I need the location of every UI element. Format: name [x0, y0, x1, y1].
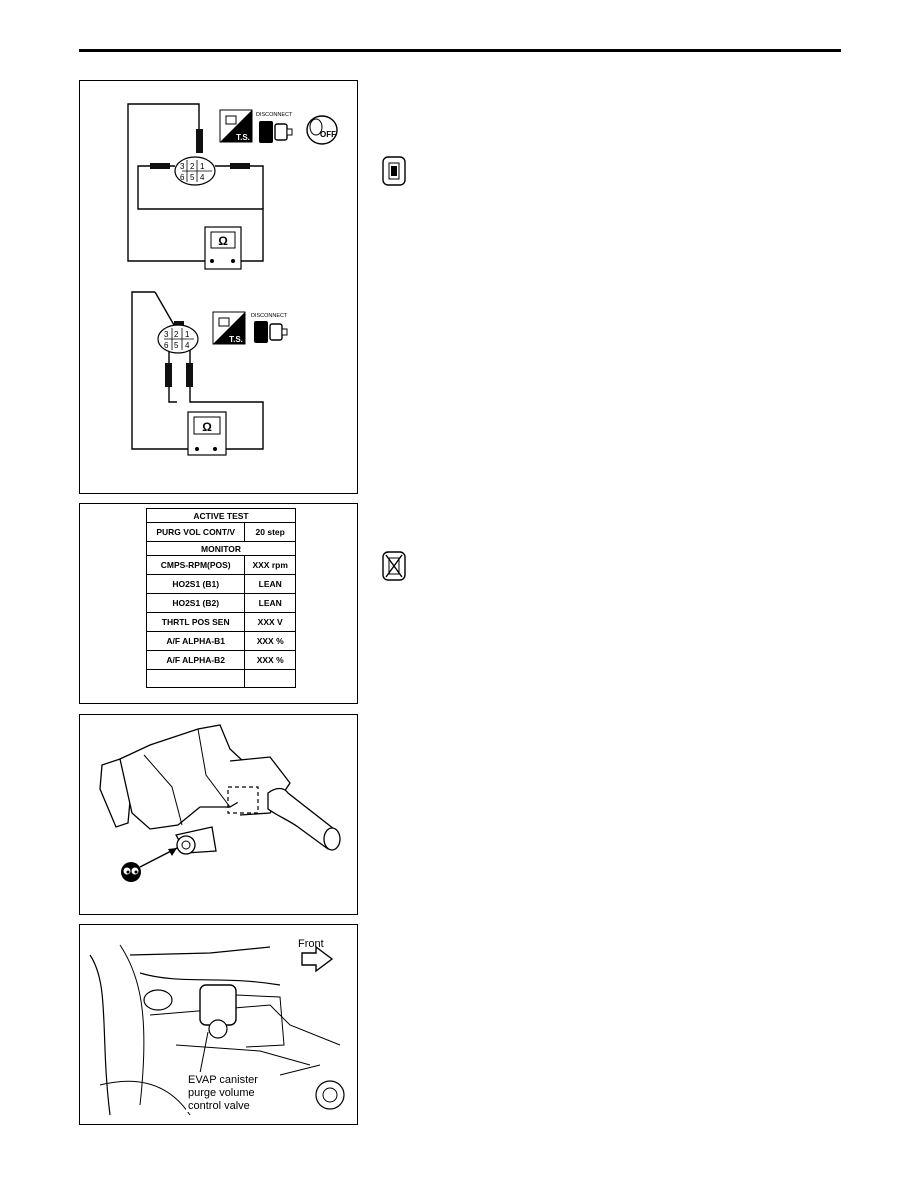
ohm-symbol: Ω: [202, 420, 212, 434]
pin-3: 3: [164, 330, 169, 339]
front-label: Front: [298, 938, 324, 950]
harness-connector: 3 2 1 6 5 4: [157, 324, 199, 354]
active-test-item: PURG VOL CONT/V: [145, 522, 246, 542]
consult-screen-panel: ACTIVE TEST PURG VOL CONT/V 20 step MONI…: [79, 503, 358, 704]
monitor-value: XXX rpm: [244, 555, 296, 575]
monitor-item: CMPS-RPM(POS): [145, 555, 246, 575]
active-test-value: 20 step: [244, 522, 296, 542]
table-row: HO2S1 (B1) LEAN: [145, 574, 296, 594]
ignition-off-icon: OFF: [306, 115, 338, 145]
pin-4: 4: [185, 341, 190, 350]
ohmmeter: Ω: [187, 411, 227, 456]
engine-bay-drawing: Front EVAP canister purge volume control…: [89, 938, 345, 1116]
tool-set-icon: T.S.: [219, 109, 253, 143]
disconnect-icon: DISCONNECT: [256, 112, 293, 143]
table-row: [145, 669, 296, 688]
evap-purge-valve-illustration: [199, 984, 237, 1026]
inspect-eyes-icon: [121, 862, 141, 882]
table-row: A/F ALPHA-B1 XXX %: [145, 631, 296, 651]
monitor-value: XXX V: [244, 612, 296, 632]
purge-valve-illustration-panel: [79, 714, 358, 915]
monitor-value: LEAN: [244, 593, 296, 613]
component-location-panel: Front EVAP canister purge volume control…: [79, 924, 358, 1125]
pin-1: 1: [200, 162, 205, 171]
multimeter-tool-icon: [382, 156, 406, 186]
monitor-value: XXX %: [244, 631, 296, 651]
monitor-header: MONITOR: [146, 541, 296, 556]
table-row: CMPS-RPM(POS) XXX rpm: [145, 555, 296, 575]
ohm-symbol: Ω: [218, 234, 228, 248]
component-label-line3: control valve: [188, 1100, 250, 1112]
component-label-line2: purge volume: [188, 1087, 255, 1099]
pin-2: 2: [174, 330, 179, 339]
disconnect-icon: DISCONNECT: [251, 313, 288, 343]
monitor-item: [145, 669, 246, 688]
table-row: A/F ALPHA-B2 XXX %: [145, 650, 296, 670]
monitor-value: [244, 669, 296, 688]
table-row: THRTL POS SEN XXX V: [145, 612, 296, 632]
test-probe: [165, 363, 172, 387]
monitor-value: XXX %: [244, 650, 296, 670]
monitor-item: THRTL POS SEN: [145, 612, 246, 632]
disconnect-label: DISCONNECT: [251, 313, 288, 319]
test-probe: [186, 363, 193, 387]
pin-5: 5: [190, 173, 195, 182]
header-rule: [79, 49, 841, 52]
wiring-diagram-panel: 3 2 1 6 5 4 Ω T.S. DISCONNECT: [79, 80, 358, 494]
pin-3: 3: [180, 162, 185, 171]
front-arrow-icon: [301, 945, 334, 973]
component-label-line1: EVAP canister: [188, 1074, 258, 1086]
monitor-value: LEAN: [244, 574, 296, 594]
monitor-item: HO2S1 (B1): [145, 574, 246, 594]
monitor-item: HO2S1 (B2): [145, 593, 246, 613]
disconnect-label: DISCONNECT: [256, 112, 293, 118]
monitor-item: A/F ALPHA-B2: [145, 650, 246, 670]
consult-active-test-table: ACTIVE TEST PURG VOL CONT/V 20 step MONI…: [145, 508, 296, 688]
ignition-off-label: OFF: [320, 130, 336, 139]
test-probe: [230, 163, 250, 169]
pin-5: 5: [174, 341, 179, 350]
tool-set-icon: T.S.: [212, 311, 246, 345]
active-test-header: ACTIVE TEST: [146, 508, 296, 523]
ts-label: T.S.: [236, 133, 250, 142]
pin-2: 2: [190, 162, 195, 171]
ohmmeter: Ω: [204, 226, 242, 270]
ts-label: T.S.: [229, 335, 243, 344]
pin-4: 4: [200, 173, 205, 182]
pin-6: 6: [180, 173, 185, 182]
purge-valve-drawing: [99, 724, 341, 882]
pin-6: 6: [164, 341, 169, 350]
table-row: HO2S1 (B2) LEAN: [145, 593, 296, 613]
harness-resistance-diagram: 3 2 1 6 5 4 Ω T.S. DISCONNECT: [127, 103, 338, 456]
test-probe: [196, 129, 203, 153]
test-probe: [150, 163, 170, 169]
monitor-item: A/F ALPHA-B1: [145, 631, 246, 651]
no-tool-icon: [382, 551, 406, 581]
pin-1: 1: [185, 330, 190, 339]
harness-connector: 3 2 1 6 5 4: [174, 156, 216, 186]
